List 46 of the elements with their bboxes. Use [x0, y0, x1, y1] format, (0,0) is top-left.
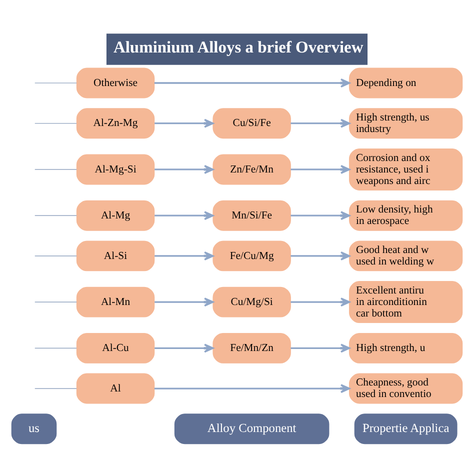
- node-box: Al-Mg: [76, 200, 155, 231]
- connector: [34, 122, 78, 124]
- node-box: Cu/Si/Fe: [212, 108, 291, 139]
- node-box: Propertie Applica: [354, 414, 458, 444]
- node-box: Good heat and w used in welding w: [349, 240, 463, 272]
- arrow: [154, 344, 214, 353]
- node-box: Al-Zn-Mg: [76, 108, 155, 139]
- node-box: High strength, u: [349, 332, 463, 364]
- node-box: us: [11, 414, 57, 444]
- connector: [34, 82, 78, 84]
- node-box: Zn/Fe/Mn: [212, 154, 291, 185]
- arrow: [154, 251, 214, 260]
- arrow: [290, 164, 350, 174]
- node-box: High strength, us industry: [349, 108, 463, 139]
- node-box: Mn/Si/Fe: [212, 200, 291, 231]
- arrow: [154, 298, 214, 307]
- node-box: Al-Si: [76, 240, 155, 272]
- connector: [34, 388, 78, 389]
- arrow: [290, 298, 350, 307]
- connector: [34, 169, 78, 170]
- node-box: Otherwise: [76, 68, 155, 98]
- arrow: [154, 384, 350, 394]
- node-box: Al-Cu: [76, 332, 155, 364]
- arrow: [290, 118, 350, 128]
- node-box: Alloy Component: [174, 414, 330, 444]
- arrow: [154, 164, 214, 174]
- node-box: Cheapness, good used in conventio: [349, 373, 463, 404]
- node-box: Al-Mg-Si: [76, 154, 155, 185]
- node-box: Depending on: [349, 68, 463, 98]
- node-box: Al-Mn: [76, 286, 155, 318]
- connector: [34, 348, 78, 349]
- arrow: [290, 251, 350, 260]
- node-box: Cu/Mg/Si: [212, 286, 291, 318]
- arrow: [290, 211, 350, 220]
- diagram-title: Aluminium Alloys a brief Overview: [113, 38, 364, 57]
- connector: [34, 215, 78, 216]
- node-box: Excellent antiru in airconditionin car bottom: [349, 281, 463, 324]
- node-box: Fe/Mn/Zn: [212, 332, 291, 364]
- arrow: [154, 211, 214, 220]
- arrow: [290, 344, 350, 353]
- arrow: [154, 78, 350, 88]
- node-box: Al: [76, 373, 155, 404]
- arrow: [154, 118, 214, 128]
- node-box: Low density, high in aerospace: [349, 200, 463, 231]
- node-box: Corrosion and ox resistance, used i weapons and airc: [349, 148, 463, 190]
- node-box: Fe/Cu/Mg: [212, 240, 291, 272]
